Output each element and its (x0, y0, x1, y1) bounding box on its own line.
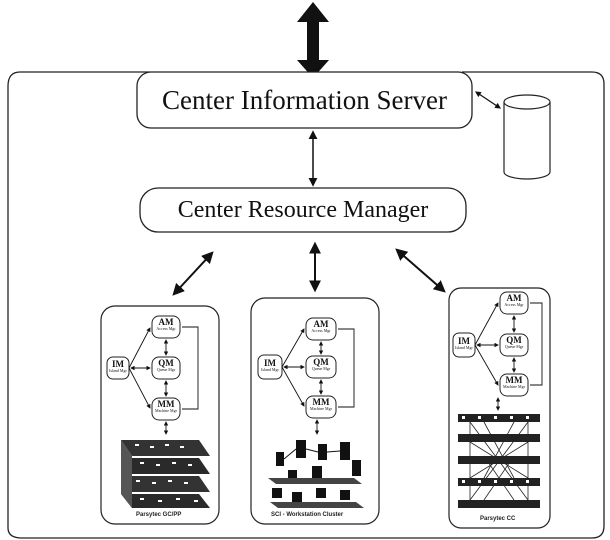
manager-box (139, 187, 467, 233)
node-abbr: IM (458, 336, 470, 346)
cluster1-caption: Parsytec GC/PP (136, 512, 182, 518)
cluster1-mm-node: MM Machine Mgr (152, 400, 180, 413)
cluster3-im-node: IM Island Mgr (453, 337, 475, 350)
node-sub: Queue Mgr (504, 344, 524, 349)
node-sub: Island Mgr (109, 368, 127, 373)
parsytec-gcpp-machine (121, 440, 210, 508)
workstation-cluster-machine (268, 440, 364, 508)
center-boundary (7, 71, 605, 539)
node-sub: Machine Mgr (310, 406, 332, 411)
cluster1-im-node: IM Island Mgr (107, 360, 129, 373)
cluster3-links (474, 302, 543, 411)
cluster1-am-node: AM Access Mgr (152, 318, 180, 331)
cluster3-graph (452, 291, 529, 397)
server-label: Center Information Server (162, 84, 447, 115)
parsytec-cc-machine (458, 414, 540, 508)
node-abbr: AM (313, 319, 329, 329)
cluster-frame-1 (100, 305, 220, 525)
server-db-arrow (475, 91, 501, 109)
cluster3-am-node: AM Access Mgr (500, 294, 528, 307)
cluster3-caption: Parsytec CC (480, 516, 516, 522)
cluster2-im-node: IM Island Mgr (258, 359, 282, 372)
node-abbr: IM (112, 359, 124, 369)
cluster3-mm-node: MM Machine Mgr (500, 376, 528, 389)
manager-label: Center Resource Manager (177, 196, 429, 223)
node-sub: Access Mgr (504, 302, 524, 307)
node-abbr: MM (312, 397, 330, 407)
cluster1-graph (106, 315, 181, 421)
node-abbr: IM (264, 358, 276, 368)
cluster2-mm-node: MM Machine Mgr (306, 398, 336, 411)
cluster1-qm-node: QM Queue Mgr (152, 359, 180, 372)
cluster2-caption: SCI - Workstation Cluster (271, 512, 344, 518)
cluster2-am-node: AM Access Mgr (306, 320, 336, 333)
server-box (136, 71, 473, 129)
manager-cluster1-arrow (172, 251, 214, 296)
center-resource-manager: Center Resource Manager (140, 188, 466, 232)
node-sub: Access Mgr (156, 326, 176, 331)
node-sub: Queue Mgr (311, 366, 331, 371)
external-link-arrow (297, 2, 329, 78)
manager-cluster3-arrow (395, 248, 446, 293)
cluster2-links (281, 328, 355, 435)
node-abbr: MM (505, 375, 523, 385)
node-sub: Island Mgr (261, 367, 279, 372)
node-sub: Access Mgr (311, 328, 331, 333)
node-abbr: AM (506, 293, 522, 303)
cluster2-graph (257, 317, 337, 419)
node-abbr: QM (158, 358, 174, 368)
node-abbr: MM (157, 399, 175, 409)
cluster2-qm-node: QM Queue Mgr (306, 358, 336, 371)
node-abbr: AM (158, 317, 174, 327)
node-sub: Machine Mgr (503, 384, 525, 389)
center-information-server: Center Information Server (137, 72, 472, 128)
cluster-frame-3 (448, 287, 551, 529)
node-sub: Queue Mgr (156, 367, 176, 372)
node-abbr: QM (506, 335, 522, 345)
node-abbr: QM (313, 357, 329, 367)
node-sub: Island Mgr (455, 345, 473, 350)
cluster1-links (128, 326, 199, 435)
cluster3-qm-node: QM Queue Mgr (500, 336, 528, 349)
cluster-frame-2 (250, 297, 380, 525)
node-sub: Machine Mgr (155, 408, 177, 413)
database-icon (503, 94, 551, 180)
